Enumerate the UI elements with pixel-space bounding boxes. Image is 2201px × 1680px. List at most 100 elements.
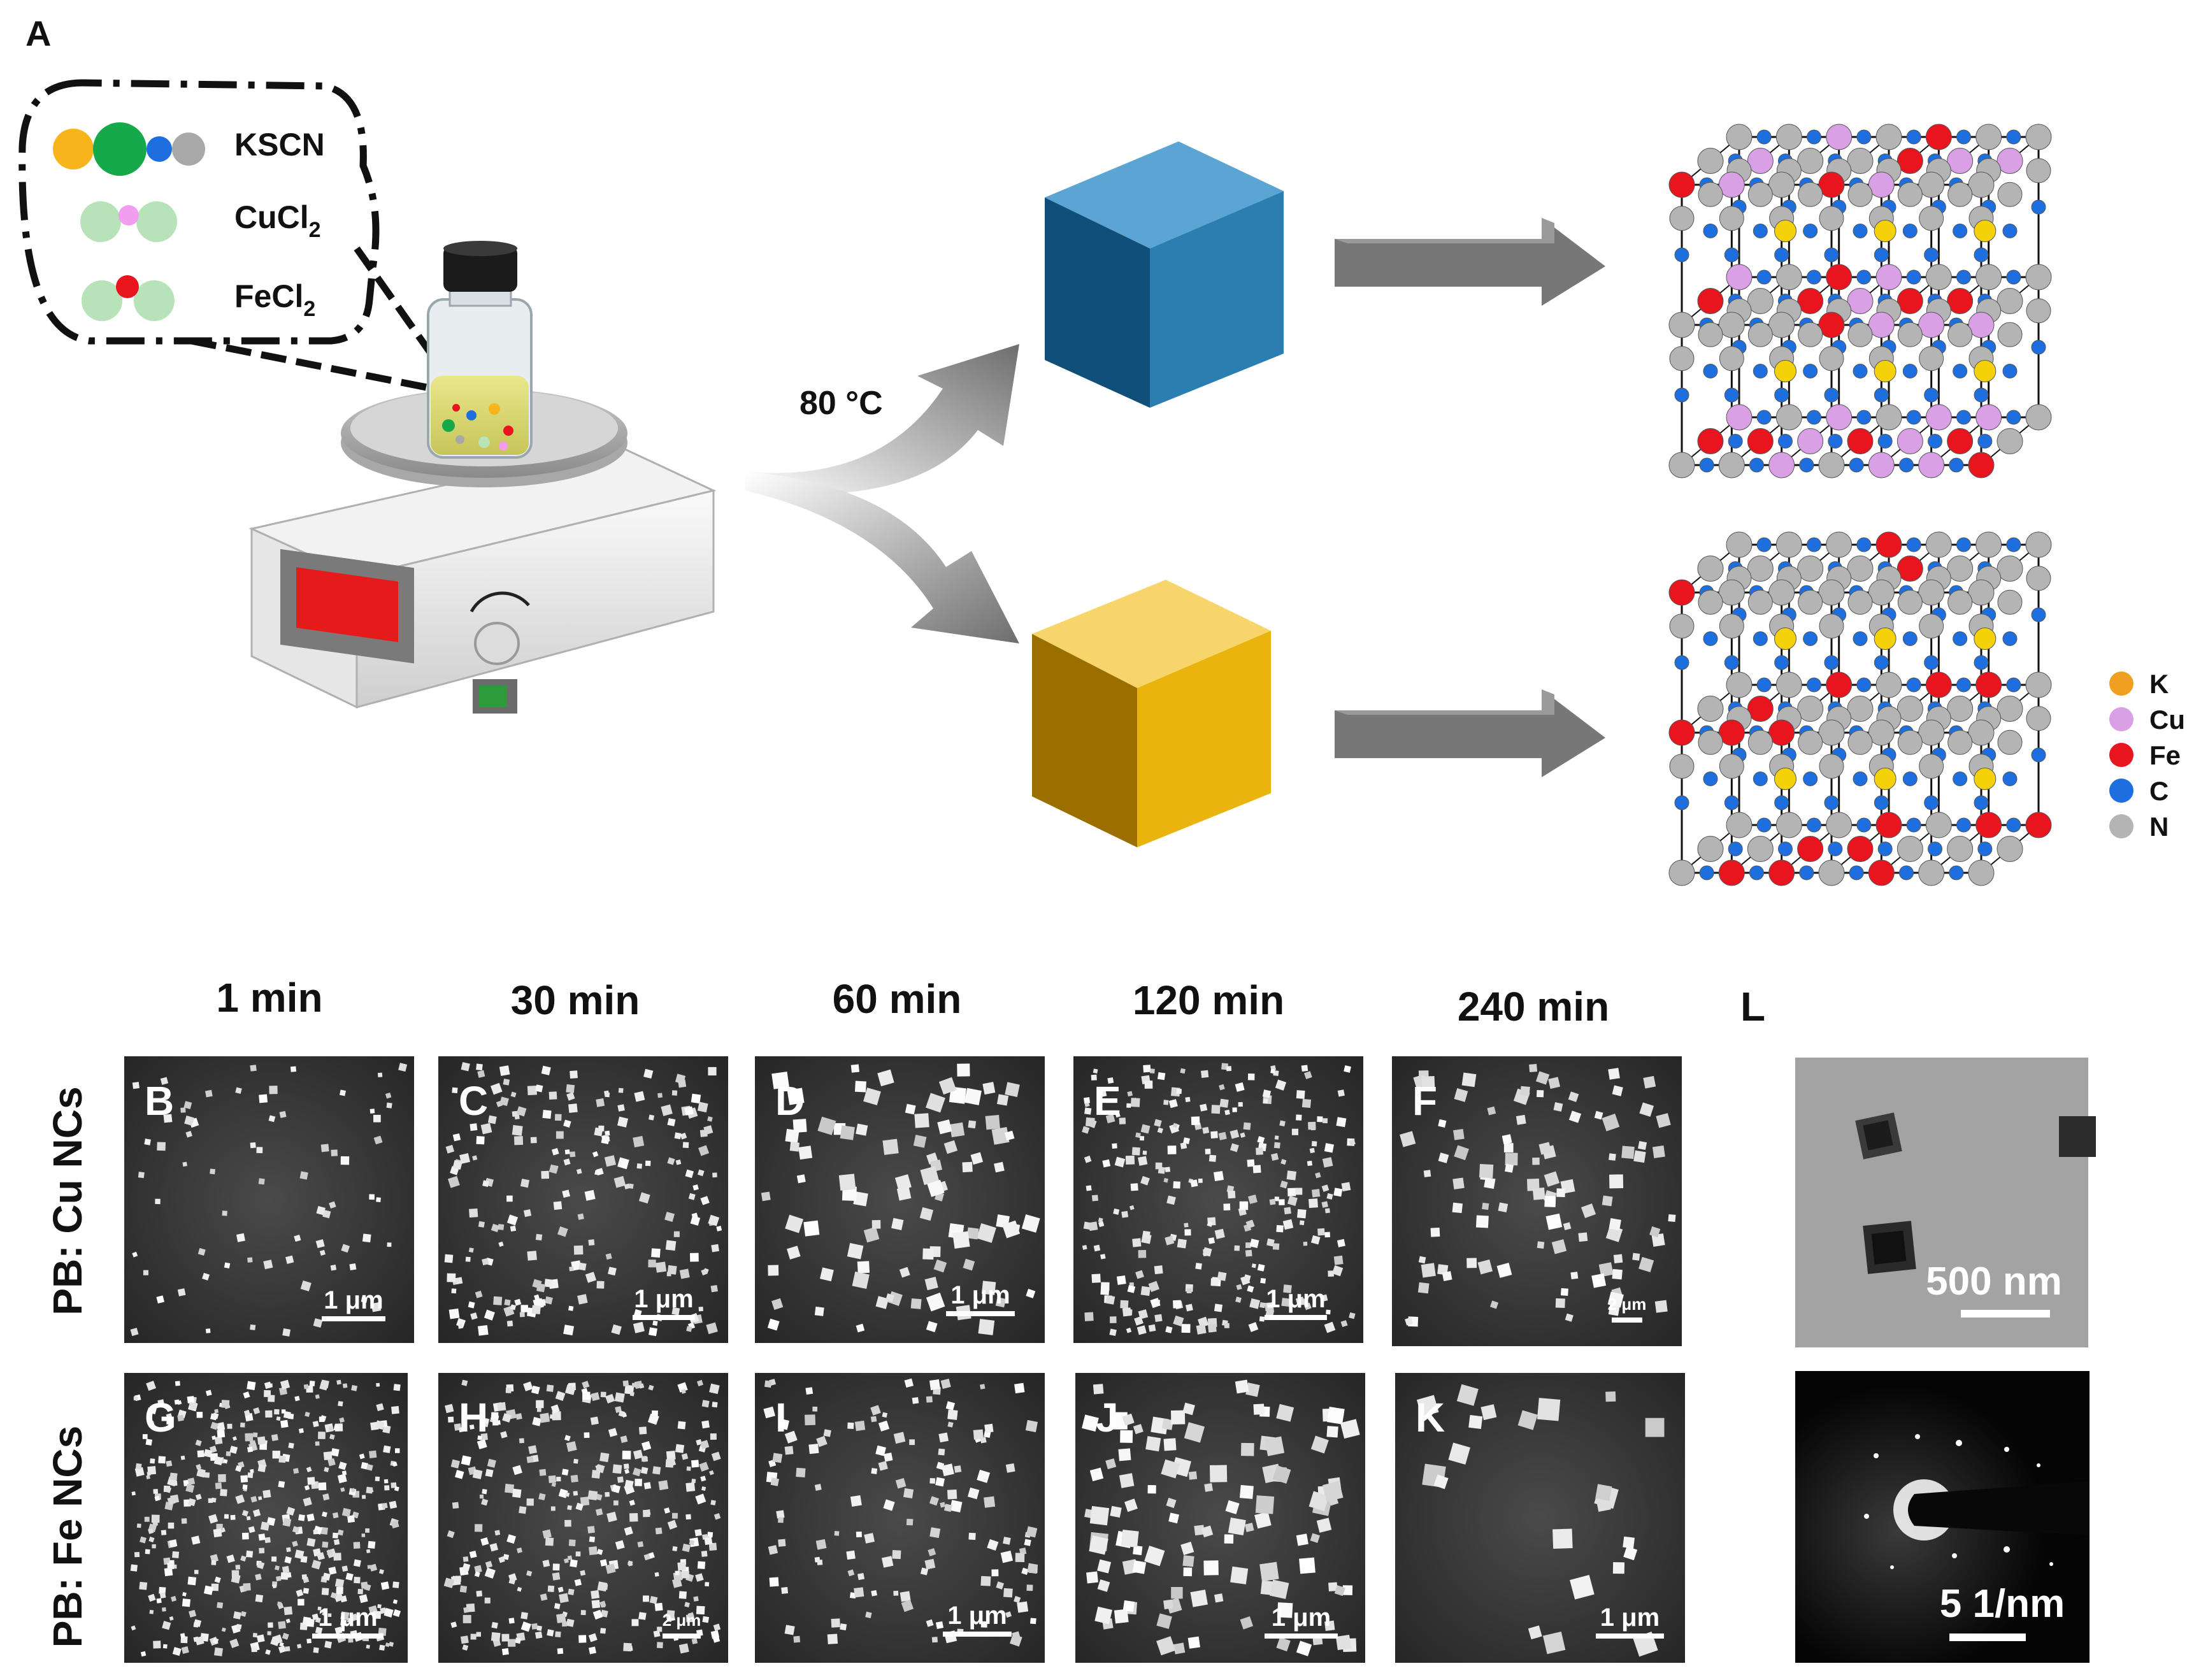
nanocrystal-particle [1505, 1163, 1514, 1173]
nanocrystal-particle [1480, 1404, 1497, 1421]
nanocrystal-particle [378, 1569, 384, 1575]
nanocrystal-particle [591, 1590, 600, 1599]
nanocrystal-particle [935, 1477, 945, 1487]
saed-scale-label: 5 1/nm [1940, 1582, 2065, 1626]
nanocrystal-particle [536, 1625, 542, 1631]
reagent-cucl2-label: CuCl2 [234, 199, 321, 242]
legend-k-label: K [2149, 669, 2169, 699]
nanocrystal-particle [564, 1519, 571, 1527]
nanocrystal-particle [1548, 1077, 1561, 1089]
nanocrystal-particle [617, 1476, 624, 1483]
nanocrystal-particle [1296, 1090, 1305, 1099]
nanocrystal-particle [1190, 1590, 1208, 1607]
nanocrystal-particle [157, 1142, 166, 1151]
nanocrystal-particle [395, 1448, 400, 1453]
nanocrystal-particle [322, 1611, 327, 1616]
nanocrystal-particle [373, 1611, 382, 1619]
nanocrystal-particle [1498, 1202, 1509, 1212]
nanocrystal-particle [242, 1484, 248, 1490]
nanocrystal-particle [223, 1459, 228, 1464]
nanocrystal-particle [349, 1263, 357, 1270]
nanocrystal-particle [1310, 1533, 1320, 1543]
nanocrystal-particle [708, 1214, 720, 1226]
nanocrystal-particle [218, 1474, 226, 1483]
nanocrystal-particle [510, 1304, 517, 1310]
nanocrystal-particle [789, 1142, 799, 1152]
nanocrystal-particle [161, 1530, 167, 1535]
nanocrystal-particle [605, 1393, 615, 1404]
nanocrystal-particle [847, 1422, 854, 1430]
nanocrystal-particle [920, 1166, 940, 1186]
nanocrystal-particle [793, 1635, 801, 1643]
nanocrystal-particle [161, 1607, 166, 1612]
nanocrystal-particle [1482, 1202, 1489, 1210]
nanocrystal-particle [311, 1560, 322, 1570]
nanocrystal-particle [313, 1530, 318, 1535]
nanocrystal-particle [1140, 1124, 1151, 1134]
nanocrystal-particle [1094, 1606, 1113, 1625]
nanocrystal-particle [1645, 1418, 1665, 1437]
nanocrystal-particle [351, 1384, 358, 1391]
nanocrystal-particle [964, 1088, 982, 1105]
nanocrystal-particle [615, 1540, 625, 1550]
nanocrystal-particle [1158, 1167, 1166, 1174]
nanocrystal-particle [1304, 1071, 1312, 1079]
nanocrystal-particle [570, 1151, 576, 1158]
arrow-to-fe-lattice [1335, 689, 1605, 777]
nanocrystal-particle [144, 1516, 150, 1522]
nanocrystal-particle [924, 1277, 938, 1291]
nanocrystal-particle [212, 1412, 219, 1419]
nanocrystal-particle [271, 1556, 277, 1562]
reagent-callout [18, 79, 380, 345]
callout-pointer [190, 337, 434, 392]
nanocrystal-particle [236, 1624, 242, 1630]
nanocrystal-particle [1326, 1406, 1345, 1425]
nanocrystal-particle [984, 1423, 994, 1433]
nanocrystal-particle [333, 1512, 339, 1519]
nanocrystal-particle [235, 1087, 242, 1095]
nanocrystal-particle [517, 1586, 522, 1592]
nanocrystal-particle [1423, 1170, 1431, 1177]
nanocrystal-particle [259, 1094, 268, 1103]
nanocrystal-particle [589, 1546, 598, 1556]
nanocrystal-particle [519, 1312, 525, 1317]
nanocrystal-particle [280, 1572, 289, 1580]
nanocrystal-particle [476, 1590, 483, 1597]
nanocrystal-particle [707, 1532, 713, 1538]
nanocrystal-particle [324, 1467, 329, 1472]
nanocrystal-particle [299, 1171, 308, 1180]
nanocrystal-particle [257, 1464, 266, 1472]
nanocrystal-particle [202, 1272, 210, 1281]
nanocrystal-particle [605, 1491, 610, 1497]
nanocrystal-particle [224, 1262, 231, 1268]
nanocrystal-particle [371, 1302, 382, 1312]
nanocrystal-particle [1230, 1129, 1240, 1139]
nanocrystal-particle [205, 1089, 213, 1098]
nanocrystal-particle [563, 1158, 571, 1166]
nanocrystal-particle [389, 1500, 398, 1509]
nanocrystal-particle [319, 1416, 325, 1422]
nanocrystal-particle [588, 1646, 597, 1655]
nanocrystal-particle [398, 1063, 408, 1072]
nanocrystal-particle [1283, 1284, 1292, 1293]
nanocrystal-particle [255, 1574, 262, 1581]
nanocrystal-particle [1502, 1134, 1512, 1145]
nanocrystal-particle [391, 1405, 399, 1414]
nanocrystal-particle [168, 1522, 175, 1529]
nanocrystal-particle [319, 1249, 326, 1256]
nanocrystal-particle [1545, 1213, 1563, 1230]
nanocrystal-particle [339, 1089, 347, 1096]
nanocrystal-particle [250, 1324, 256, 1330]
nanocrystal-particle [1602, 1195, 1613, 1207]
nanocrystal-particle [458, 1324, 463, 1329]
nanocrystal-particle [224, 1514, 229, 1519]
nanocrystal-particle [591, 1392, 600, 1402]
nanocrystal-particle [271, 1433, 278, 1442]
nanocrystal-particle [1224, 1109, 1230, 1116]
nanocrystal-particle [1138, 1156, 1148, 1166]
nanocrystal-particle [639, 1383, 645, 1389]
nanocrystal-particle [987, 1539, 999, 1551]
nanocrystal-particle [334, 1626, 343, 1635]
nanocrystal-particle [701, 1551, 708, 1557]
nanocrystal-particle [268, 1115, 276, 1123]
